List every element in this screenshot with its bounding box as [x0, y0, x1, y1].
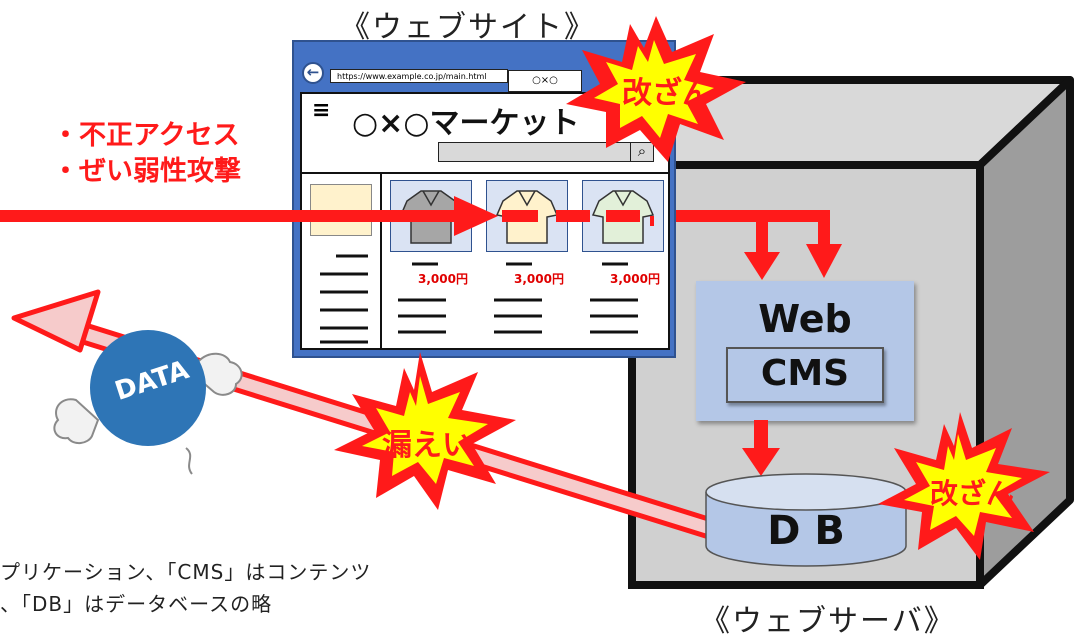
product-price: 3,000円 — [514, 272, 564, 286]
tamper-label-website: 改ざん — [622, 76, 712, 111]
tamper-burst-db — [878, 412, 1050, 560]
footnote-line-1: プリケーション、「CMS」はコンテンツ — [0, 560, 372, 584]
sidebar-divider — [380, 172, 382, 348]
browser-tab[interactable]: ○×○ — [508, 70, 582, 92]
product-price: 3,000円 — [418, 272, 468, 286]
header-divider — [302, 172, 668, 174]
web-label: Web — [758, 297, 852, 341]
server-title: 《ウェブサーバ》 — [700, 604, 956, 639]
back-arrow-icon[interactable]: ← — [302, 62, 324, 84]
search-icon[interactable]: ⌕ — [630, 142, 653, 162]
flying-data-icon — [53, 330, 243, 475]
sidebar-menu-lines — [320, 254, 368, 344]
attack-label-unauthorized-access: ・不正アクセス — [52, 120, 240, 151]
tamper-label-db: 改ざん — [930, 477, 1015, 510]
attack-arrow — [0, 196, 842, 280]
cms-box: CMS — [726, 347, 884, 403]
leak-label: 漏えい — [382, 428, 472, 463]
leak-burst — [334, 352, 516, 510]
address-bar[interactable]: https://www.example.co.jp/main.html — [330, 69, 508, 83]
product-price: 3,000円 — [610, 272, 660, 286]
website-title: 《ウェブサイト》 — [340, 10, 596, 45]
tamper-burst-website — [566, 16, 746, 162]
product-description-lines — [398, 262, 638, 334]
web-to-db-arrow — [742, 420, 780, 476]
search-input[interactable]: ⌕ — [438, 142, 654, 162]
attack-label-vulnerability-attack: ・ぜい弱性攻撃 — [52, 156, 241, 187]
shop-name: ○×○マーケット — [352, 106, 580, 141]
database-cylinder — [705, 473, 907, 567]
footnote-line-2: 、「DB」はデータベースの略 — [0, 592, 273, 616]
hamburger-menu-icon[interactable]: ≡ — [312, 98, 331, 123]
cms-label: CMS — [760, 353, 850, 394]
db-label: D B — [767, 508, 845, 554]
